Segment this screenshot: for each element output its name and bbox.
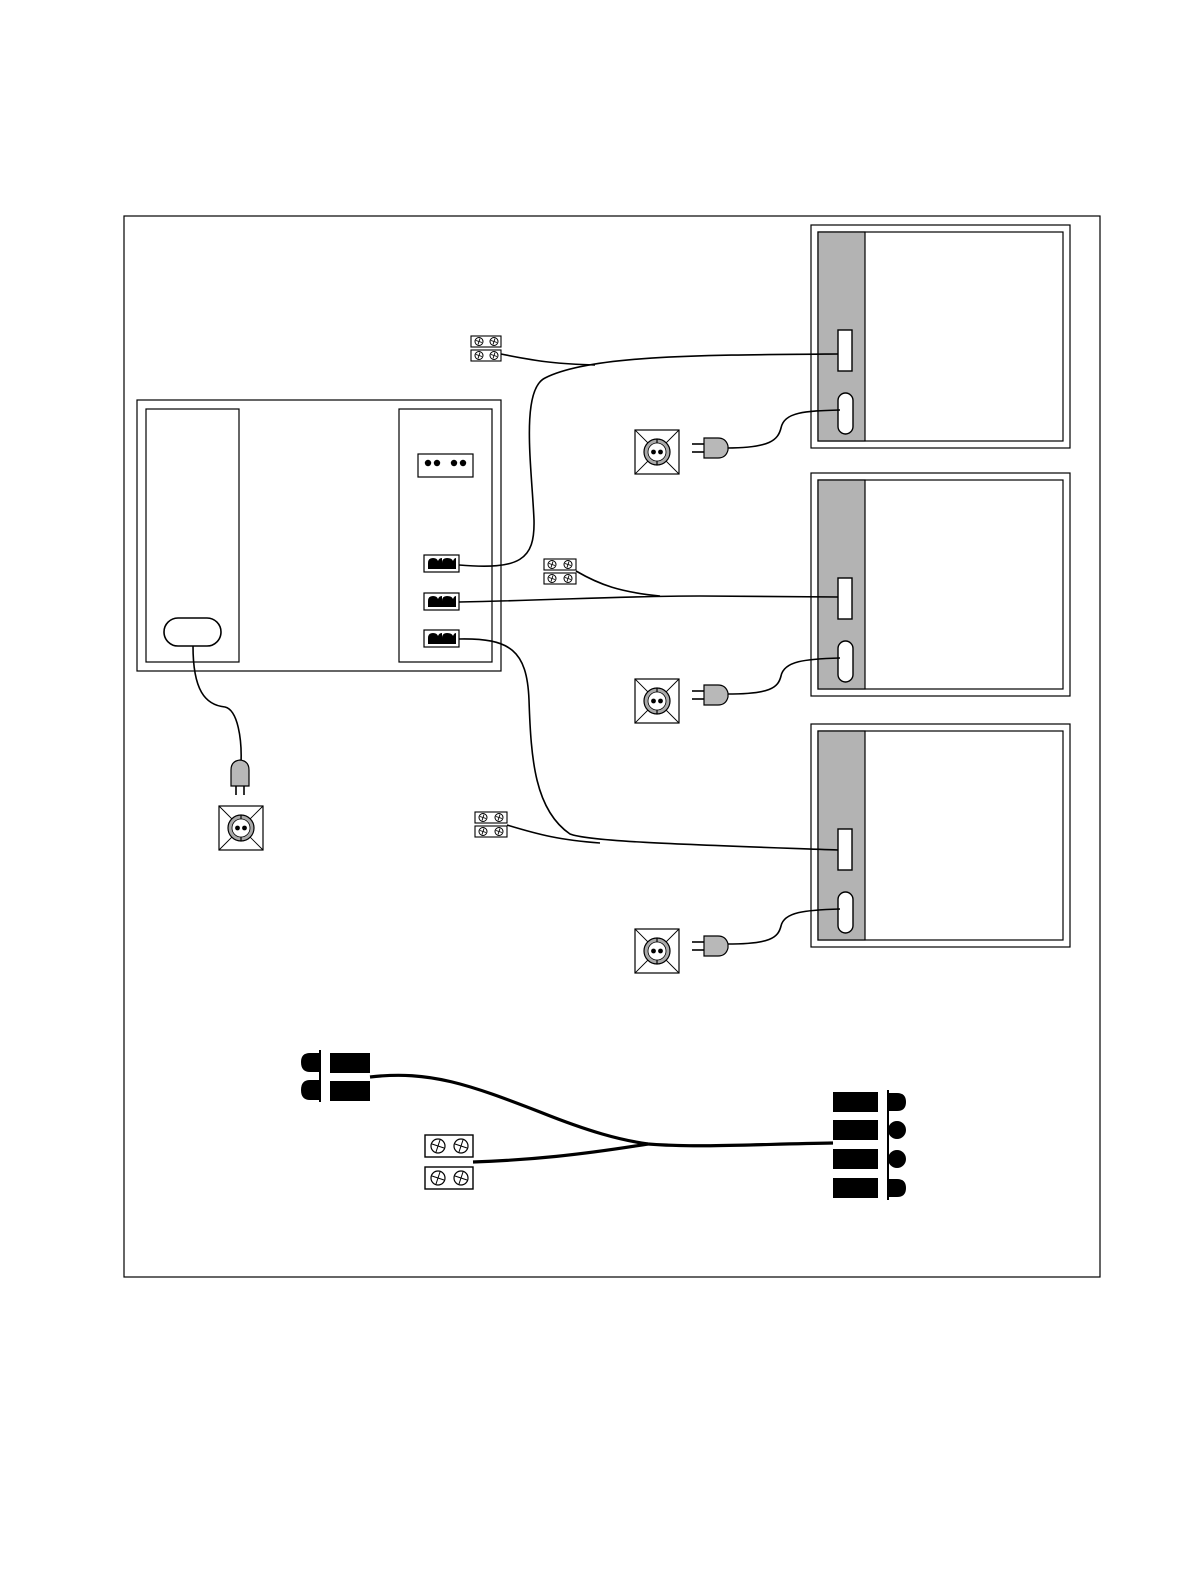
central-plug-icon [231,760,249,795]
central-unit-right-panel [399,409,492,662]
power-inlet-icon [838,641,853,682]
central-unit [137,400,501,671]
terminal-branch-3 [507,825,600,843]
wall-outlet-icon [635,679,679,723]
central-unit-power-inlet-icon [164,618,221,646]
output-port-1-icon [424,555,459,572]
data-port-icon [838,578,852,619]
remote-unit-3 [811,724,1070,947]
remote-power-3 [635,909,840,973]
data-cable-3 [459,639,838,850]
remote-unit-2 [811,473,1070,696]
data-port-icon [838,330,852,371]
quad-connector-icon [833,1090,906,1200]
data-port-icon [838,829,852,870]
remote-power-2 [635,658,840,723]
terminal-branch-2 [576,571,660,596]
remote-unit-1 [811,225,1070,448]
power-inlet-icon [838,393,853,434]
terminal-branch-1 [501,354,595,365]
cable-legend [301,1050,906,1200]
output-port-2-icon [424,593,459,610]
data-cable-2 [459,596,838,602]
wall-outlet-icon [635,430,679,474]
status-lights-icon [418,454,473,477]
screw-terminal-icon [544,559,576,584]
twin-connector-icon [301,1050,370,1102]
wall-outlet-icon [219,806,263,850]
wall-outlet-icon [635,929,679,973]
output-port-3-icon [424,630,459,647]
remote-power-1 [635,410,840,474]
power-inlet-icon [838,892,853,933]
screw-terminal-icon [471,336,501,361]
screw-terminal-icon [475,812,507,837]
screw-terminal-icon [425,1135,473,1189]
